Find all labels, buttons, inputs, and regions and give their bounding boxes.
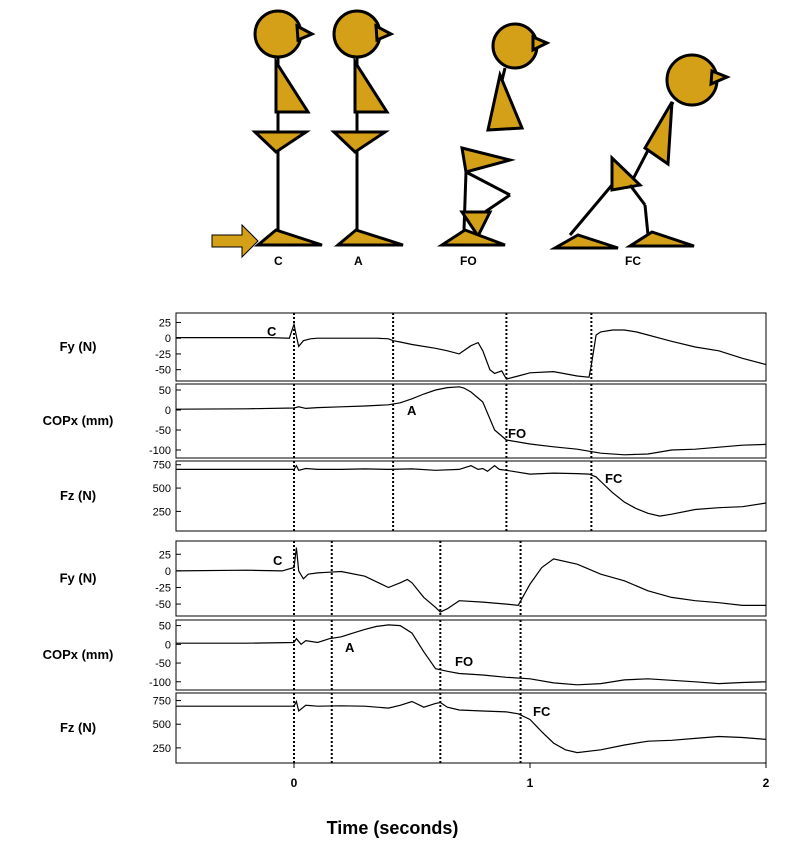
- figure-label-a: A: [354, 254, 363, 268]
- panel-frame: [175, 383, 767, 459]
- event-label-c: C: [267, 324, 277, 339]
- series-line: [176, 321, 767, 380]
- y-tick-label: 0: [165, 333, 171, 345]
- y-tick-label: 25: [159, 549, 171, 561]
- event-label-c: C: [273, 553, 283, 568]
- y-tick-label: 0: [165, 405, 171, 417]
- y-tick-label: 25: [159, 317, 171, 329]
- panel-frame: [175, 312, 767, 382]
- y-tick-label: -50: [155, 365, 171, 377]
- series-line: [176, 699, 767, 754]
- series-line: [175, 547, 766, 613]
- y-tick-label: 500: [153, 483, 171, 495]
- y-tick-label: 750: [153, 460, 171, 472]
- event-label-fo: FO: [455, 654, 473, 669]
- event-label-a: A: [345, 640, 355, 655]
- y-tick-label: 250: [153, 743, 171, 755]
- figure-label-fo: FO: [460, 254, 477, 268]
- y-tick-label: 750: [153, 696, 171, 708]
- y-axis-label: Fz (N): [60, 720, 96, 735]
- y-axis-label: Fy (N): [60, 571, 97, 586]
- figure-c: [251, 9, 323, 247]
- panel-frame: [175, 619, 767, 691]
- figure-a: [330, 9, 404, 247]
- y-tick-label: 50: [159, 385, 171, 397]
- y-tick-label: -50: [155, 425, 171, 437]
- y-tick-label: 0: [165, 566, 171, 578]
- event-label-fc: FC: [605, 471, 623, 486]
- event-label-a: A: [407, 403, 417, 418]
- push-arrow-icon: [211, 223, 259, 259]
- panel-frame: [175, 540, 767, 617]
- x-tick-label: 1: [527, 776, 534, 790]
- series-line: [176, 464, 767, 517]
- series-line: [175, 386, 767, 456]
- panel-frame: [175, 460, 767, 532]
- y-axis-label: COPx (mm): [43, 647, 114, 662]
- y-tick-label: -100: [149, 677, 171, 689]
- y-tick-label: 50: [159, 621, 171, 633]
- y-tick-label: 0: [165, 639, 171, 651]
- figure-label-fc: FC: [625, 254, 641, 268]
- x-tick-label: 0: [291, 776, 298, 790]
- y-axis-label: Fy (N): [60, 339, 97, 354]
- x-tick-label: 2: [763, 776, 770, 790]
- y-tick-label: -25: [155, 349, 171, 361]
- x-axis-label: Time (seconds): [326, 818, 459, 838]
- posture-illustrations: C A FO: [211, 9, 731, 268]
- figure-label-c: C: [274, 254, 283, 268]
- y-tick-label: 500: [153, 719, 171, 731]
- y-axis-label: COPx (mm): [43, 413, 114, 428]
- event-label-fo: FO: [508, 426, 526, 441]
- y-tick-label: 250: [153, 506, 171, 518]
- y-axis-label: Fz (N): [60, 488, 96, 503]
- series-line: [176, 624, 767, 686]
- y-tick-label: -50: [155, 599, 171, 611]
- y-tick-label: -25: [155, 582, 171, 594]
- figure-fo: [436, 22, 551, 247]
- y-tick-label: -50: [155, 658, 171, 670]
- figure-fc: [549, 53, 731, 250]
- event-label-fc: FC: [533, 704, 551, 719]
- y-tick-label: -100: [149, 445, 171, 457]
- panel-frame: [175, 692, 767, 764]
